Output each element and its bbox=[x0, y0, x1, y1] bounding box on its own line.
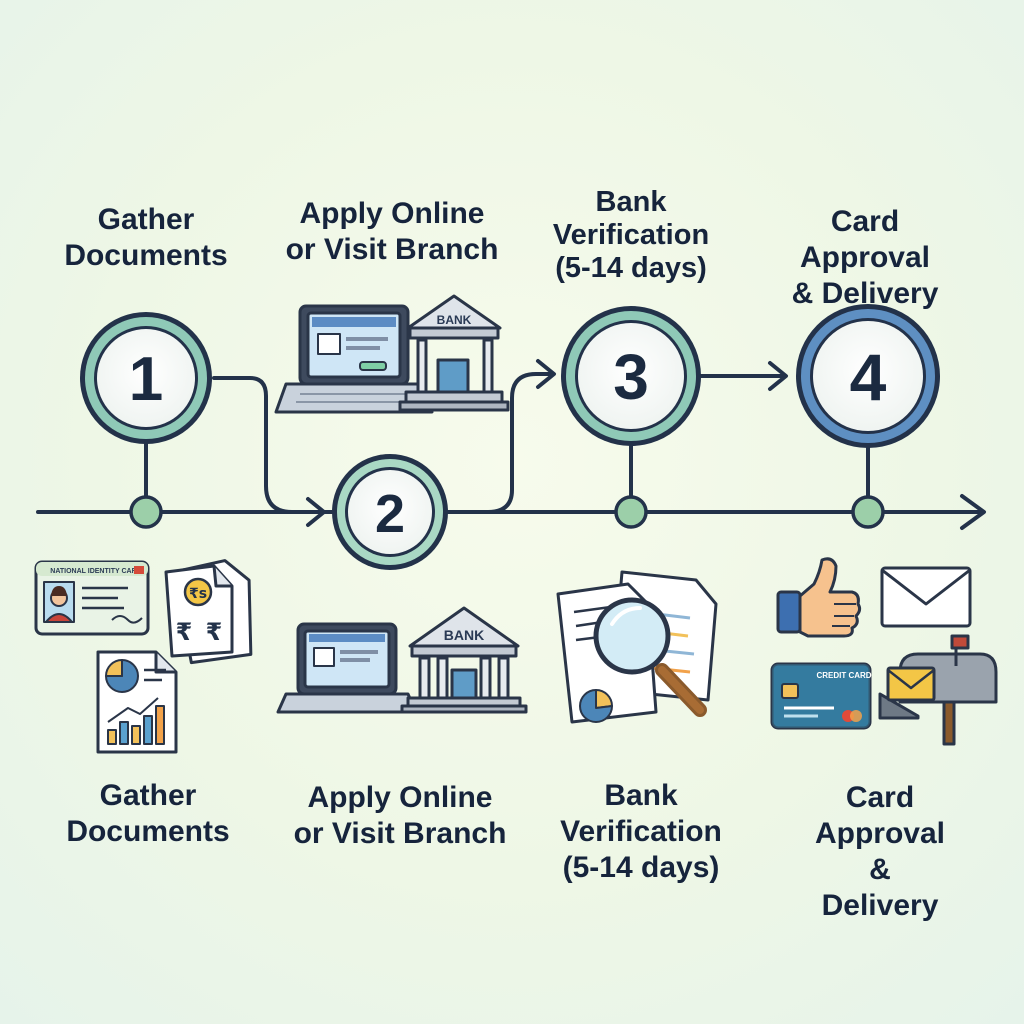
timeline bbox=[36, 494, 986, 530]
step-circle-2: 2 bbox=[332, 454, 448, 570]
step-1-top-label: Gather Documents bbox=[64, 203, 228, 272]
mailbox-icon bbox=[878, 634, 998, 746]
laptop-icon bbox=[274, 304, 434, 414]
credit-card-title: CREDIT CARD bbox=[816, 671, 871, 680]
step-circle-3: 3 bbox=[561, 306, 701, 446]
step-number-4: 4 bbox=[850, 340, 887, 414]
connector-1-to-2-arrow bbox=[306, 497, 326, 527]
timeline-node-4 bbox=[851, 495, 885, 529]
step-number-2: 2 bbox=[375, 484, 405, 544]
magnifier-icon bbox=[556, 570, 718, 724]
bank-sign-text-bottom: BANK bbox=[444, 627, 484, 643]
timeline-node-3 bbox=[614, 495, 648, 529]
step-3-bottom-label: Bank Verification (5-14 days) bbox=[560, 779, 722, 884]
rupee-symbol-1: ₹ bbox=[176, 618, 193, 646]
step-number-3: 3 bbox=[613, 341, 649, 413]
bank-icon-bottom: BANK bbox=[400, 606, 528, 714]
connector-2-to-3 bbox=[446, 372, 554, 514]
step-2-top-label: Apply Online or Visit Branch bbox=[285, 197, 499, 266]
connector-2-to-3-arrow bbox=[536, 359, 556, 389]
step-1-bottom-label: Gather Documents bbox=[66, 779, 230, 848]
timeline-node-1 bbox=[129, 495, 163, 529]
step-circle-4: 4 bbox=[796, 304, 940, 448]
step-2-bottom-label: Apply Online or Visit Branch bbox=[293, 781, 507, 850]
step-4-top-label: Card Approval & Delivery bbox=[791, 205, 939, 310]
bank-icon: BANK bbox=[398, 294, 510, 412]
connector-3-to-4-arrow bbox=[768, 361, 788, 391]
id-card-icon: NATIONAL IDENTITY CARD bbox=[34, 560, 150, 636]
thumbs-up-icon bbox=[776, 557, 862, 638]
step-circle-1: 1 bbox=[80, 312, 212, 444]
rupee-document-icon: ₹s ₹ ₹ bbox=[164, 559, 253, 665]
laptop-icon-bottom bbox=[276, 622, 418, 714]
credit-card-icon: CREDIT CARD bbox=[770, 662, 872, 730]
envelope-icon bbox=[880, 566, 972, 628]
connector-1-to-2 bbox=[212, 376, 324, 514]
step-4-bottom-label: Card Approval & Delivery bbox=[814, 781, 946, 922]
rupee-symbol-2: ₹ bbox=[206, 618, 223, 646]
timeline-arrowhead bbox=[960, 494, 986, 530]
bank-sign-text: BANK bbox=[437, 313, 472, 327]
rupee-coin-text: ₹s bbox=[189, 586, 207, 602]
id-card-title: NATIONAL IDENTITY CARD bbox=[50, 568, 141, 575]
report-chart-icon bbox=[96, 650, 178, 754]
step-number-1: 1 bbox=[129, 345, 163, 414]
step-3-top-label: Bank Verification (5-14 days) bbox=[552, 186, 710, 284]
